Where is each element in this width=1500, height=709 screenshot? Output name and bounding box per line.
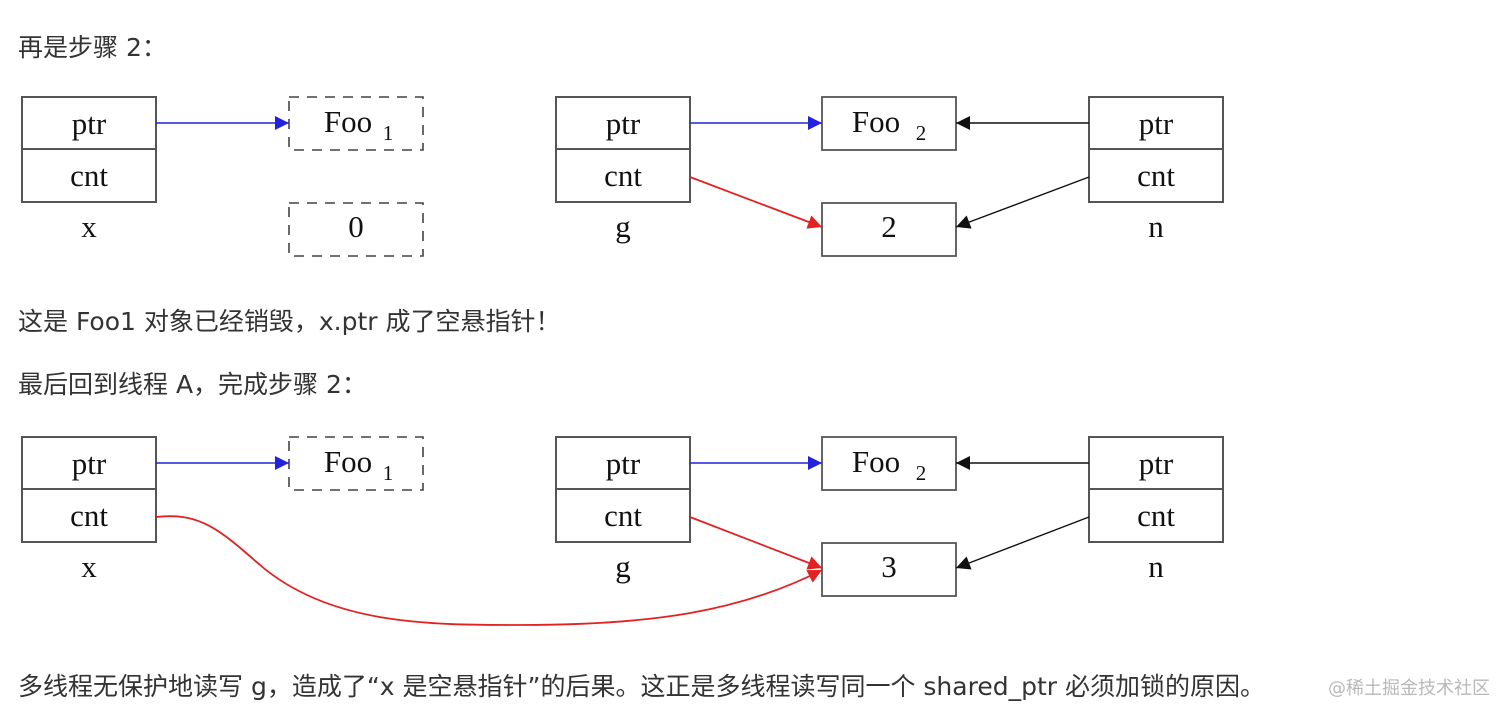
- x-cnt-to-count-curved-arrow: [155, 515, 823, 626]
- g-cnt-label: cnt: [604, 158, 642, 193]
- n-ptr-label: ptr: [1139, 106, 1174, 141]
- n-shared-ptr: ptr cnt n: [1088, 436, 1224, 584]
- x-cnt-label: cnt: [70, 158, 108, 193]
- count-3-box: [821, 542, 957, 597]
- foo2-box: [821, 436, 957, 491]
- n-cnt-label: cnt: [1137, 498, 1175, 533]
- g-cnt-cell: [555, 488, 691, 543]
- x-shared-ptr: ptr cnt x: [21, 436, 157, 584]
- g-cnt-cell: [555, 148, 691, 203]
- count-0-label: 0: [348, 209, 364, 244]
- foo2-subscript: 2: [916, 121, 927, 145]
- foo1-subscript: 1: [383, 461, 394, 485]
- dangling-pointer-note: 这是 Foo1 对象已经销毁，x.ptr 成了空悬指针！: [18, 307, 561, 336]
- x-cnt-label: cnt: [70, 498, 108, 533]
- foo1-label: Foo: [324, 444, 372, 479]
- x-shared-ptr: ptr cnt x: [21, 96, 157, 244]
- foo1-object-destroyed: Foo 1: [288, 436, 424, 491]
- x-ptr-label: ptr: [72, 106, 107, 141]
- g-count-block: 2: [821, 202, 957, 257]
- diagram-thread-a-step-2: ptr cnt x Foo 1 ptr cnt g Foo 2 3 ptr cn…: [21, 436, 1224, 626]
- count-0-dashed-box: [288, 202, 424, 257]
- x-ptr-label: ptr: [72, 446, 107, 481]
- g-ptr-label: ptr: [606, 446, 641, 481]
- n-ptr-label: ptr: [1139, 446, 1174, 481]
- conclusion-paragraph: 多线程无保护地读写 g，造成了“x 是空悬指针”的后果。这正是多线程读写同一个 …: [18, 672, 1265, 701]
- n-cnt-to-count-arrow: [955, 516, 1090, 570]
- foo1-subscript: 1: [383, 121, 394, 145]
- g-name-label: g: [615, 549, 631, 584]
- x-name-label: x: [81, 209, 97, 244]
- foo2-box: [821, 96, 957, 151]
- g-shared-ptr: ptr cnt g: [555, 96, 691, 244]
- count-2-label: 2: [881, 209, 897, 244]
- foo2-label: Foo: [852, 104, 900, 139]
- n-name-label: n: [1148, 549, 1164, 584]
- foo2-subscript: 2: [916, 461, 927, 485]
- x-count-block-destroyed: 0: [288, 202, 424, 257]
- foo1-label: Foo: [324, 104, 372, 139]
- g-name-label: g: [615, 209, 631, 244]
- n-name-label: n: [1148, 209, 1164, 244]
- x-ptr-cell: [21, 96, 157, 150]
- x-ptr-cell: [21, 436, 157, 490]
- step-2-heading: 再是步骤 2：: [18, 33, 167, 62]
- n-cnt-label: cnt: [1137, 158, 1175, 193]
- g-cnt-label: cnt: [604, 498, 642, 533]
- g-ptr-label: ptr: [606, 106, 641, 141]
- g-shared-ptr: ptr cnt g: [555, 436, 691, 584]
- count-2-box: [821, 202, 957, 257]
- thread-a-step-2-heading: 最后回到线程 A，完成步骤 2：: [18, 370, 367, 399]
- foo1-object-destroyed: Foo 1: [288, 96, 424, 151]
- x-cnt-cell: [21, 148, 157, 203]
- foo2-object: Foo 2: [821, 96, 957, 151]
- n-cnt-to-count-arrow: [955, 176, 1090, 229]
- foo2-label: Foo: [852, 444, 900, 479]
- g-cnt-to-count-arrow: [689, 176, 823, 229]
- diagram-thread-b-step-2: ptr cnt x Foo 1 0 ptr cnt g Foo 2 2 ptr …: [21, 96, 1224, 257]
- x-name-label: x: [81, 549, 97, 584]
- n-ptr-cell: [1088, 96, 1224, 150]
- n-cnt-cell: [1088, 148, 1224, 203]
- count-3-label: 3: [881, 549, 897, 584]
- foo2-object: Foo 2: [821, 436, 957, 491]
- n-cnt-cell: [1088, 488, 1224, 543]
- n-shared-ptr: ptr cnt n: [1088, 96, 1224, 244]
- g-cnt-to-count-arrow: [689, 516, 823, 570]
- watermark: @稀土掘金技术社区: [1328, 678, 1490, 699]
- g-count-block: 3: [821, 542, 957, 597]
- x-cnt-cell: [21, 488, 157, 543]
